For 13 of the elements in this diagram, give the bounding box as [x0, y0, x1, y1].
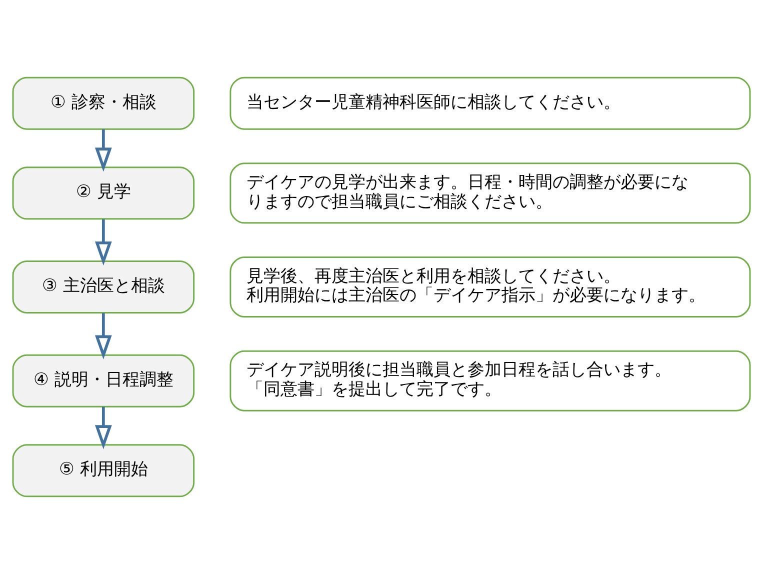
arrow: [94, 218, 112, 266]
node-box: デイケア説明後に担当職員と参加日程を話し合います。「同意書」を提出して完了です。: [230, 350, 751, 411]
arrow: [94, 406, 112, 449]
arrow: [94, 312, 112, 359]
node-box: ④ 説明・日程調整: [12, 354, 195, 407]
node-box: ② 見学: [12, 166, 195, 220]
node-box: 当センター児童精神科医師に相談してください。: [230, 76, 751, 130]
node-box: デイケアの見学が出来ます。日程・時間の調整が必要になりますので担当職員にご相談ください。: [230, 162, 751, 224]
node-box: ① 診察・相談: [12, 76, 195, 130]
node-box: ⑤ 利用開始: [12, 444, 195, 497]
arrow: [94, 128, 112, 172]
node-box: 見学後、再度主治医と利用を相談してください。利用開始には主治医の「デイケア指示」が必要になります。: [230, 256, 751, 317]
node-box: ③ 主治医と相談: [12, 260, 195, 313]
